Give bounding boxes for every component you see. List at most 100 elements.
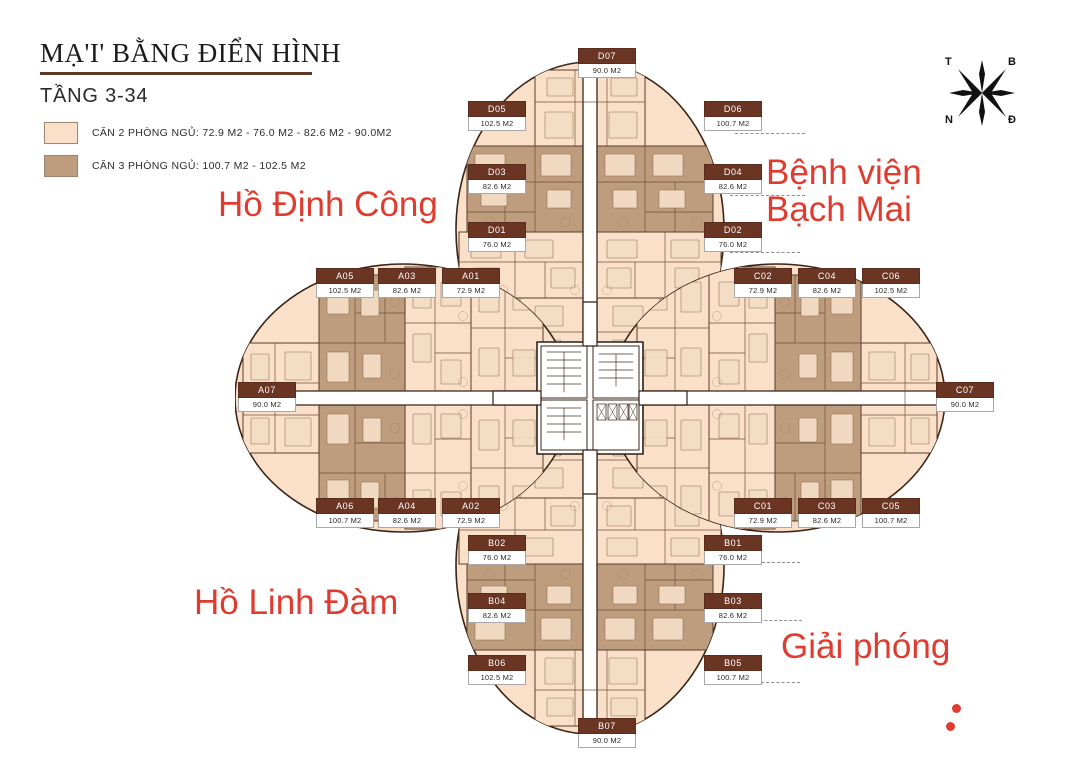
unit-code-B07: B07	[578, 718, 636, 734]
unit-area-A01: 72.9 M2	[442, 284, 500, 298]
compass-label-east: Đ	[1008, 114, 1016, 126]
legend-item-3br: CĂN 3 PHÒNG NGỦ: 100.7 M2 - 102.5 M2	[44, 155, 392, 177]
unit-tag-A02[interactable]: A02 72.9 M2	[442, 498, 500, 528]
unit-tag-C06[interactable]: C06 102.5 M2	[862, 268, 920, 298]
unit-code-A05: A05	[316, 268, 374, 284]
unit-area-A06: 100.7 M2	[316, 514, 374, 528]
compass-label-west: T	[945, 56, 952, 68]
unit-code-D07: D07	[578, 48, 636, 64]
unit-code-D02: D02	[704, 222, 762, 238]
unit-tag-B04[interactable]: B04 82.6 M2	[468, 593, 526, 623]
unit-code-D01: D01	[468, 222, 526, 238]
unit-tag-D03[interactable]: D03 82.6 M2	[468, 164, 526, 194]
unit-area-B04: 82.6 M2	[468, 609, 526, 623]
wing-west-A	[235, 263, 572, 533]
unit-tag-C04[interactable]: C04 82.6 M2	[798, 268, 856, 298]
unit-code-A04: A04	[378, 498, 436, 514]
unit-area-C01: 72.9 M2	[734, 514, 792, 528]
unit-area-B07: 90.0 M2	[578, 734, 636, 748]
unit-tag-D06[interactable]: D06 100.7 M2	[704, 101, 762, 131]
compass-star-icon	[949, 60, 1015, 126]
unit-area-A03: 82.6 M2	[378, 284, 436, 298]
unit-tag-B07[interactable]: B07 90.0 M2	[578, 718, 636, 748]
title-underline	[40, 72, 312, 75]
unit-tag-B03[interactable]: B03 82.6 M2	[704, 593, 762, 623]
leader-B03	[730, 620, 802, 621]
unit-tag-A06[interactable]: A06 100.7 M2	[316, 498, 374, 528]
unit-area-A04: 82.6 M2	[378, 514, 436, 528]
unit-tag-C02[interactable]: C02 72.9 M2	[734, 268, 792, 298]
unit-tag-A04[interactable]: A04 82.6 M2	[378, 498, 436, 528]
unit-area-A05: 102.5 M2	[316, 284, 374, 298]
unit-code-B04: B04	[468, 593, 526, 609]
unit-tag-C01[interactable]: C01 72.9 M2	[734, 498, 792, 528]
unit-tag-A01[interactable]: A01 72.9 M2	[442, 268, 500, 298]
floor-plan-drawing	[235, 62, 945, 734]
unit-tag-A07[interactable]: A07 90.0 M2	[238, 382, 296, 412]
unit-area-D01: 76.0 M2	[468, 238, 526, 252]
unit-tag-B06[interactable]: B06 102.5 M2	[468, 655, 526, 685]
leader-B01	[732, 562, 800, 563]
wing-east-C	[608, 263, 945, 533]
landmark-giai-phong: Giải phóng	[781, 627, 951, 666]
legend-item-2br: CĂN 2 PHÒNG NGỦ: 72.9 M2 - 76.0 M2 - 82.…	[44, 122, 392, 144]
unit-code-C07: C07	[936, 382, 994, 398]
unit-area-D07: 90.0 M2	[578, 64, 636, 78]
unit-area-D06: 100.7 M2	[704, 117, 762, 131]
unit-code-A07: A07	[238, 382, 296, 398]
unit-tag-B02[interactable]: B02 76.0 M2	[468, 535, 526, 565]
unit-area-B02: 76.0 M2	[468, 551, 526, 565]
unit-code-C05: C05	[862, 498, 920, 514]
unit-code-D04: D04	[704, 164, 762, 180]
unit-code-A02: A02	[442, 498, 500, 514]
unit-tag-D01[interactable]: D01 76.0 M2	[468, 222, 526, 252]
unit-tag-A03[interactable]: A03 82.6 M2	[378, 268, 436, 298]
floor-range-subtitle: TẦNG 3-34	[40, 85, 149, 107]
unit-code-C01: C01	[734, 498, 792, 514]
unit-tag-D05[interactable]: D05 102.5 M2	[468, 101, 526, 131]
unit-area-C07: 90.0 M2	[936, 398, 994, 412]
page-title: MẠ'I' BẰNG ĐIỂN HÌNH	[40, 38, 341, 68]
unit-code-A06: A06	[316, 498, 374, 514]
unit-tag-B05[interactable]: B05 100.7 M2	[704, 655, 762, 685]
map-dot-icon	[946, 722, 955, 731]
unit-tag-C03[interactable]: C03 82.6 M2	[798, 498, 856, 528]
compass-label-north: B	[1008, 56, 1016, 68]
unit-tag-C07[interactable]: C07 90.0 M2	[936, 382, 994, 412]
floor-plan-svg	[235, 62, 945, 734]
title-block: MẠ'I' BẰNG ĐIỂN HÌNH TẦNG 3-34	[40, 38, 341, 108]
unit-area-C02: 72.9 M2	[734, 284, 792, 298]
unit-tag-D04[interactable]: D04 82.6 M2	[704, 164, 762, 194]
leader-D04	[730, 195, 805, 196]
leader-D06	[735, 133, 805, 134]
unit-tag-D02[interactable]: D02 76.0 M2	[704, 222, 762, 252]
unit-tag-B01[interactable]: B01 76.0 M2	[704, 535, 762, 565]
unit-code-B01: B01	[704, 535, 762, 551]
unit-area-B06: 102.5 M2	[468, 671, 526, 685]
legend-swatch-3br	[44, 155, 78, 177]
leader-D02	[730, 252, 800, 253]
unit-area-B01: 76.0 M2	[704, 551, 762, 565]
unit-area-D05: 102.5 M2	[468, 117, 526, 131]
unit-tag-C05[interactable]: C05 100.7 M2	[862, 498, 920, 528]
compass-rose: T B N Đ	[936, 52, 1028, 134]
central-core	[492, 301, 688, 495]
unit-code-C06: C06	[862, 268, 920, 284]
unit-area-D03: 82.6 M2	[468, 180, 526, 194]
unit-area-C04: 82.6 M2	[798, 284, 856, 298]
legend-label-3br: CĂN 3 PHÒNG NGỦ: 100.7 M2 - 102.5 M2	[92, 160, 306, 172]
unit-code-B02: B02	[468, 535, 526, 551]
unit-code-B03: B03	[704, 593, 762, 609]
unit-area-D04: 82.6 M2	[704, 180, 762, 194]
legend: CĂN 2 PHÒNG NGỦ: 72.9 M2 - 76.0 M2 - 82.…	[44, 122, 392, 188]
landmark-ho-linh-dam: Hồ Linh Đàm	[194, 583, 399, 622]
unit-area-C03: 82.6 M2	[798, 514, 856, 528]
unit-area-A02: 72.9 M2	[442, 514, 500, 528]
unit-area-B03: 82.6 M2	[704, 609, 762, 623]
landmark-benh-vien-bach-mai: Bệnh viện Bạch Mai	[766, 153, 922, 230]
unit-tag-D07[interactable]: D07 90.0 M2	[578, 48, 636, 78]
unit-tag-A05[interactable]: A05 102.5 M2	[316, 268, 374, 298]
unit-code-D06: D06	[704, 101, 762, 117]
legend-label-2br: CĂN 2 PHÒNG NGỦ: 72.9 M2 - 76.0 M2 - 82.…	[92, 127, 392, 139]
unit-code-B05: B05	[704, 655, 762, 671]
